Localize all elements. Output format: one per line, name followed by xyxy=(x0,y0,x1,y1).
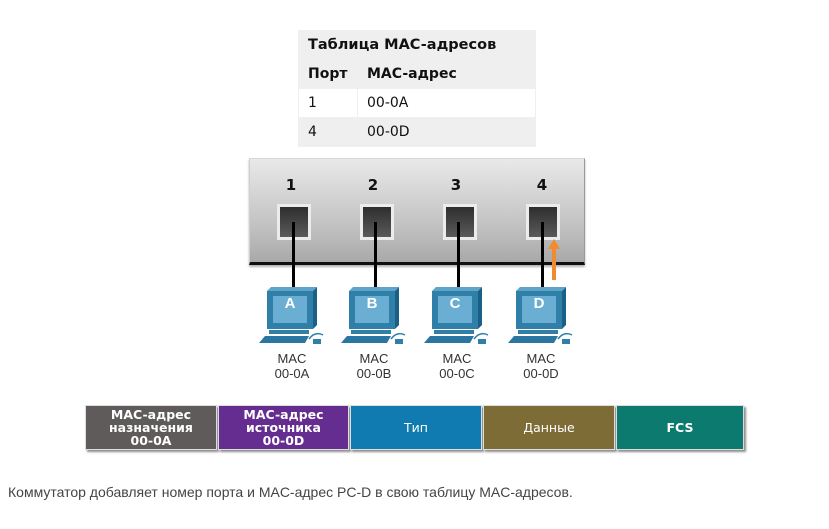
header-mac: MAC-адрес xyxy=(357,59,536,89)
pc-c-letter: C xyxy=(449,295,461,312)
frame-field-label: FCS xyxy=(666,420,694,435)
mac-address-table: Таблица MAC-адресов Порт MAC-адрес 1 00-… xyxy=(298,30,536,147)
mac-value: 00-0B xyxy=(356,366,392,381)
frame-destination-mac: MAC-адрес назначения 00-0A xyxy=(85,405,217,450)
arrow-up-icon xyxy=(548,239,560,249)
pc-d-computer-icon xyxy=(508,287,573,344)
switch-port-3 xyxy=(443,204,477,240)
frame-type: Тип xyxy=(350,405,482,450)
host-a-mac: MAC 00-0A xyxy=(262,351,322,381)
frame-field-label: MAC-адрес xyxy=(243,407,324,422)
frame-field-label: MAC-адрес xyxy=(110,407,192,422)
host-c-mac: MAC 00-0C xyxy=(427,351,487,381)
table-row: 1 00-0A xyxy=(298,88,536,118)
pc-a-computer-icon xyxy=(259,287,324,344)
mac-label-text: MAC xyxy=(277,351,307,366)
mac-value: 00-0D xyxy=(523,366,559,381)
host-b-mac: MAC 00-0B xyxy=(344,351,404,381)
mac-label-text: MAC xyxy=(526,351,556,366)
mac-label-text: MAC xyxy=(359,351,389,366)
table-title: Таблица MAC-адресов xyxy=(298,30,536,60)
caption: Коммутатор добавляет номер порта и MAC-а… xyxy=(8,484,573,500)
cell-port: 1 xyxy=(298,88,358,118)
pc-b-computer-icon xyxy=(341,287,406,344)
frame-field-value: 00-0A xyxy=(130,433,172,448)
cable-b xyxy=(374,222,377,292)
frame-data: Данные xyxy=(483,405,615,450)
cell-mac: 00-0D xyxy=(357,117,536,147)
frame-field-label: Тип xyxy=(404,420,428,435)
frame-fcs: FCS xyxy=(616,405,744,450)
switch: 1 2 3 4 xyxy=(249,158,585,265)
frame-field-label: назначения xyxy=(109,420,193,435)
pc-a-letter: A xyxy=(284,295,296,312)
pc-c-computer-icon xyxy=(424,287,489,344)
frame-field-label: источника xyxy=(246,420,321,435)
mac-label-text: MAC xyxy=(442,351,472,366)
cell-mac: 00-0A xyxy=(357,88,536,118)
frame-source-mac: MAC-адрес источника 00-0D xyxy=(218,405,349,450)
frame-field-value: 00-0D xyxy=(262,433,305,448)
cable-a xyxy=(292,222,295,292)
port-number-4: 4 xyxy=(536,176,548,194)
cell-port: 4 xyxy=(298,117,358,147)
frame-arrow xyxy=(552,248,556,280)
mac-value: 00-0A xyxy=(274,366,310,381)
port-number-2: 2 xyxy=(367,176,379,194)
pc-d-letter: D xyxy=(533,295,545,312)
table-row: 4 00-0D xyxy=(298,117,536,147)
header-port: Порт xyxy=(298,59,358,89)
host-d-mac: MAC 00-0D xyxy=(511,351,571,381)
pc-b-letter: B xyxy=(366,295,378,312)
mac-value: 00-0C xyxy=(439,366,475,381)
port-number-3: 3 xyxy=(450,176,462,194)
cable-d xyxy=(541,222,544,292)
port-number-1: 1 xyxy=(285,176,297,194)
switch-port-2 xyxy=(360,204,394,240)
cable-c xyxy=(457,222,460,292)
frame-field-label: Данные xyxy=(523,420,575,435)
